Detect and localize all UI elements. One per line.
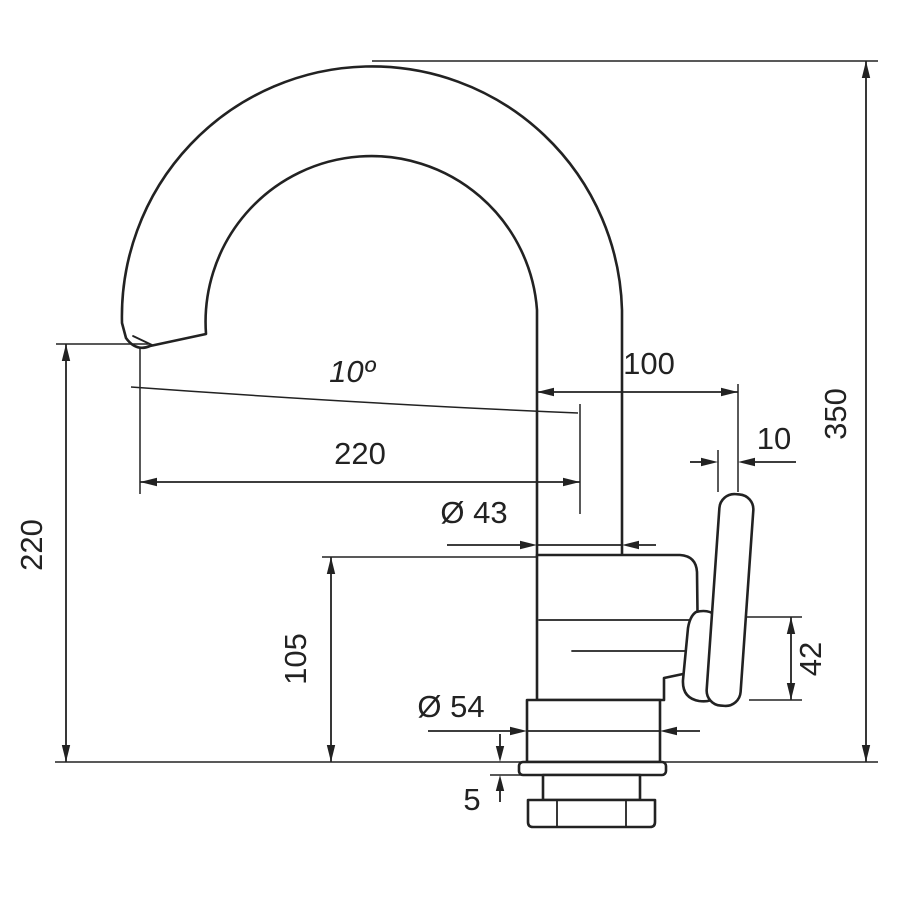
base-flange [517, 760, 668, 777]
arrowhead [495, 746, 505, 762]
arrowhead [861, 745, 871, 762]
dim-label-handle-thickness: 10 [757, 421, 791, 456]
arrowhead [520, 540, 537, 550]
dim-spout-angle: 10º [130, 354, 579, 414]
arrowhead [786, 617, 796, 634]
arrowhead [140, 477, 157, 487]
dim-spout-diameter: Ø 43 [440, 495, 656, 550]
arrowhead [660, 726, 677, 736]
dim-label-base-diameter: Ø 54 [417, 689, 484, 724]
dim-handle-length: 42 [745, 616, 828, 701]
arrowhead [61, 745, 71, 762]
arrowhead [563, 477, 580, 487]
handle-lever [705, 492, 755, 708]
dim-label-spout-height: 220 [14, 519, 49, 571]
dim-base-diameter: Ø 54 [417, 689, 700, 736]
dim-label-top-offset: 100 [623, 346, 675, 381]
dim-total-height: 350 [372, 60, 878, 762]
dim-spout-height: 220 [14, 343, 150, 762]
angle-reference-curve [130, 386, 579, 414]
dim-body-height: 105 [278, 556, 536, 762]
faucet-outline [120, 65, 755, 829]
dim-label-spout-diameter: Ø 43 [440, 495, 507, 530]
dim-label-body-height: 105 [278, 633, 313, 685]
mounting-nut [526, 798, 657, 829]
arrowhead [786, 683, 796, 700]
dim-handle-thickness: 10 [690, 421, 796, 492]
arrowhead [701, 457, 718, 467]
dim-label-spout-angle: 10º [329, 354, 376, 389]
dim-label-flange-thickness: 5 [463, 782, 480, 817]
arrowhead [537, 387, 554, 397]
arrowhead [495, 775, 505, 791]
arrowhead [326, 557, 336, 574]
arrowhead [738, 457, 755, 467]
dim-flange-thickness: 5 [463, 734, 541, 817]
arrowhead [61, 344, 71, 361]
arrowhead [721, 387, 738, 397]
dim-spout-reach: 220 [139, 348, 581, 514]
arrowhead [622, 540, 639, 550]
mounting-shank [541, 773, 642, 802]
dim-top-offset: 100 [537, 346, 739, 492]
dim-label-handle-length: 42 [793, 642, 828, 676]
arrowhead [326, 745, 336, 762]
arrowhead [861, 61, 871, 78]
dim-label-spout-reach: 220 [334, 436, 386, 471]
arrowhead [510, 726, 527, 736]
spout-and-riser [120, 65, 624, 559]
body-outline [535, 553, 700, 702]
dim-label-total-height: 350 [818, 388, 853, 440]
